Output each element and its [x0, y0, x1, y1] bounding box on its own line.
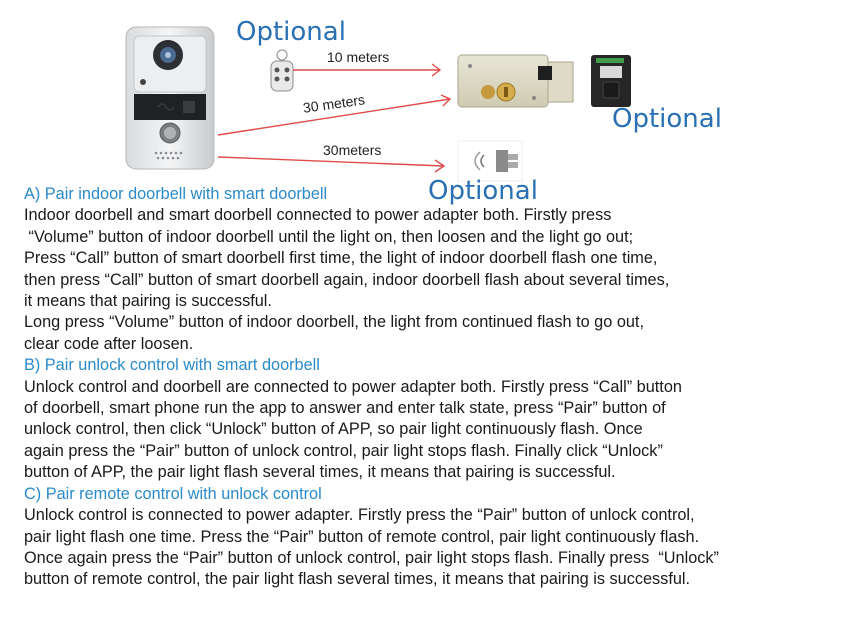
- section-b-line: unlock control, then click “Unlock” butt…: [24, 420, 643, 439]
- section-c-line: pair light flash one time. Press the “Pa…: [24, 527, 700, 546]
- optional-label-remote: Optional: [236, 17, 346, 47]
- section-c-line: Unlock control is connected to power ada…: [24, 506, 695, 525]
- indoor-doorbell-image: [457, 140, 523, 182]
- product-diagram: Optional Optional Optional 10 meters 30 …: [0, 0, 859, 206]
- section-a-heading: A) Pair indoor doorbell with smart doorb…: [24, 185, 328, 203]
- section-b-line: of doorbell, smart phone run the app to …: [24, 399, 666, 418]
- smart-doorbell-image: [125, 26, 215, 170]
- section-a: A) Pair indoor doorbell with smart doorb…: [24, 184, 844, 355]
- section-c: C) Pair remote control with unlock contr…: [24, 484, 844, 591]
- section-b-line: again press the “Pair” button of unlock …: [24, 441, 663, 460]
- section-a-line: Long press “Volume” button of indoor doo…: [24, 313, 644, 332]
- distance-label-indoor: 30meters: [323, 142, 382, 158]
- section-b-line: button of APP, the pair light flash seve…: [24, 463, 616, 482]
- section-a-line: then press “Call” button of smart doorbe…: [24, 270, 670, 289]
- section-a-line: Indoor doorbell and smart doorbell conne…: [24, 206, 612, 225]
- section-b-heading: B) Pair unlock control with smart doorbe…: [24, 356, 320, 375]
- section-a-line: it means that pairing is successful.: [24, 292, 272, 311]
- section-c-heading: C) Pair remote control with unlock contr…: [24, 484, 322, 503]
- instructions: A) Pair indoor doorbell with smart doorb…: [24, 184, 844, 591]
- distance-label-remote: 10 meters: [327, 49, 390, 65]
- section-b-line: Unlock control and doorbell are connecte…: [24, 377, 682, 396]
- product-illustration: [125, 26, 631, 182]
- section-b: B) Pair unlock control with smart doorbe…: [24, 355, 844, 483]
- optional-label-indoor-doorbell: Optional: [428, 176, 538, 206]
- optional-label-unlock-control: Optional: [612, 104, 722, 134]
- section-a-line: “Volume” button of indoor doorbell until…: [24, 227, 634, 246]
- electric-lock-image: [457, 54, 574, 108]
- unlock-control-image: [591, 55, 631, 107]
- section-c-line: Once again press the “Pair” button of un…: [24, 548, 719, 567]
- remote-control-image: [270, 49, 294, 92]
- section-c-line: button of remote control, the pair light…: [24, 570, 691, 589]
- signal-arrows: [217, 63, 452, 173]
- section-a-line: Press “Call” button of smart doorbell fi…: [24, 249, 658, 268]
- section-a-line: clear code after loosen.: [24, 334, 194, 353]
